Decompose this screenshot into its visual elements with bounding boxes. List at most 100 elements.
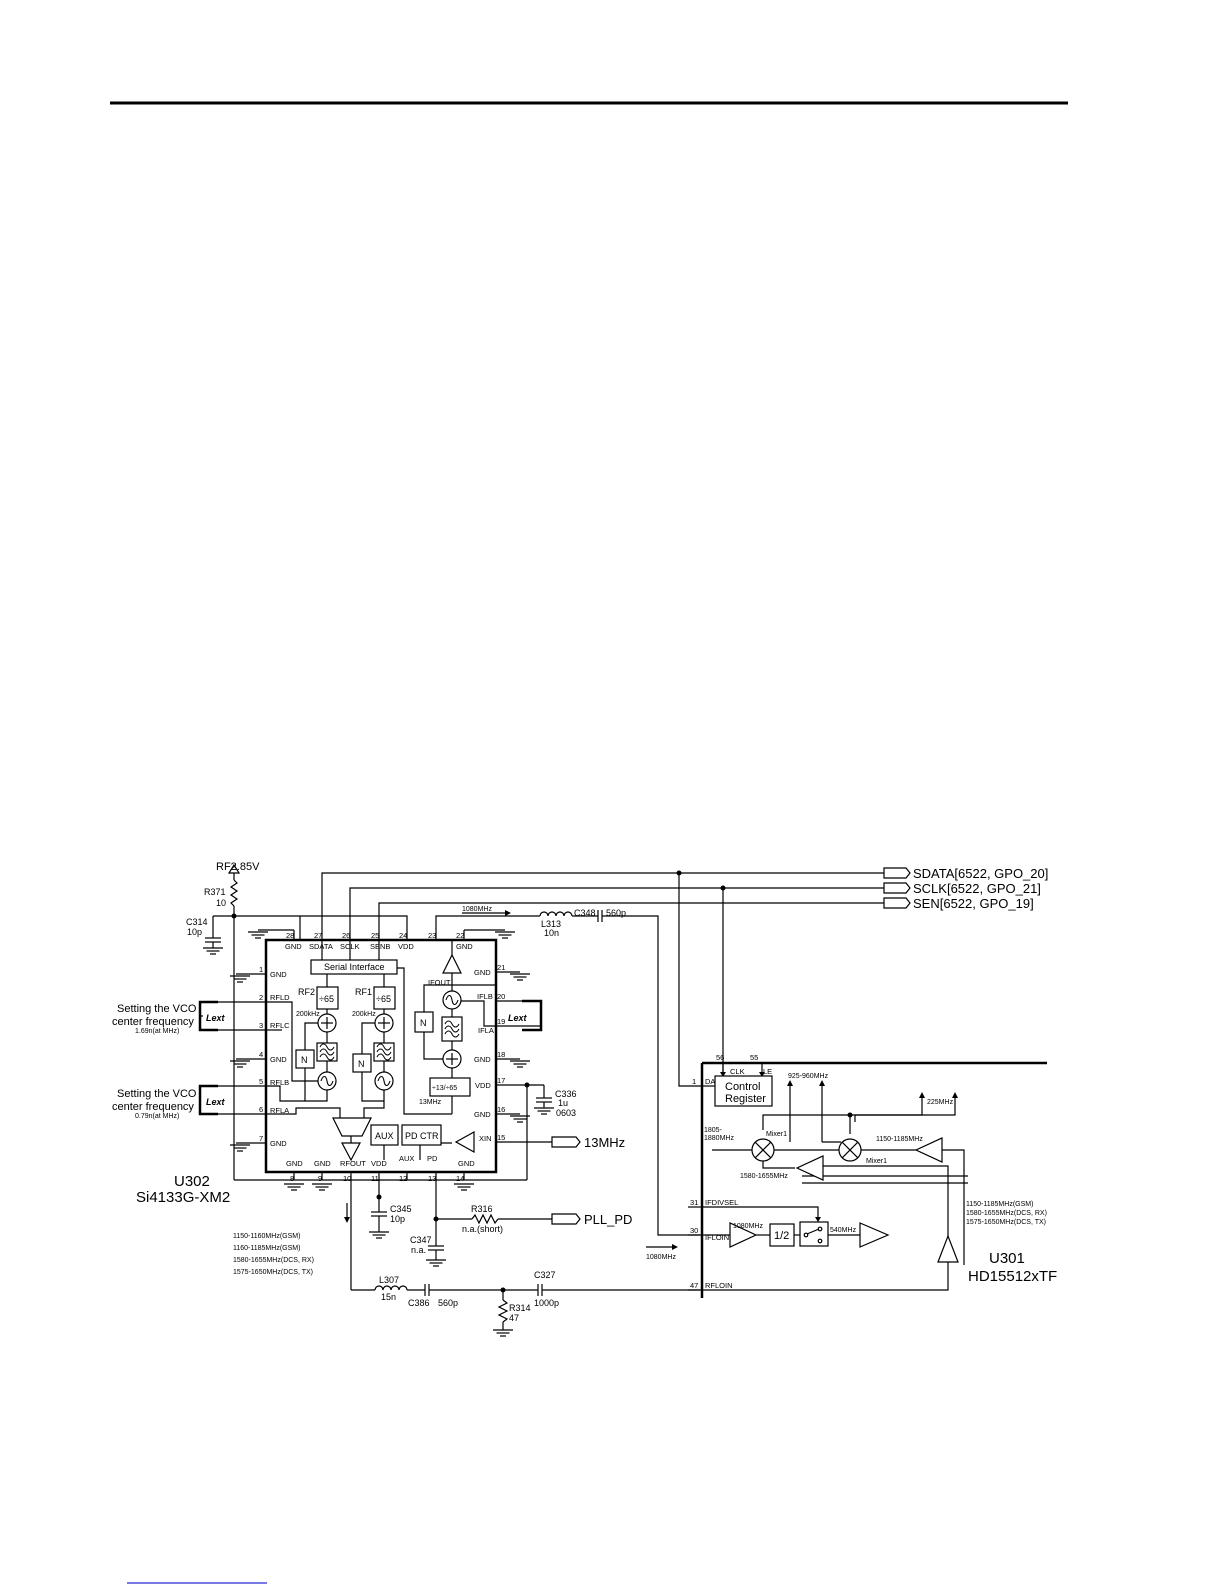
xin-buffer [454, 1130, 475, 1154]
svg-text:N: N [420, 1018, 427, 1028]
svg-text:13: 13 [428, 1174, 436, 1183]
vdd-decoupling-c345 [368, 1194, 390, 1239]
r316-value: n.a.(short) [462, 1224, 503, 1234]
svg-text:GND: GND [474, 1110, 491, 1119]
if-input-arrow [646, 1244, 678, 1250]
svg-text:IFOUT: IFOUT [428, 978, 451, 987]
svg-text:27: 27 [314, 931, 322, 940]
c336-label: C336 [555, 1089, 577, 1099]
f1805-label-2: 1880MHz [704, 1135, 734, 1142]
l313-value: 10n [544, 928, 559, 938]
if-phase-detector-icon [442, 1049, 462, 1069]
serial-interface-block [310, 959, 398, 975]
rf1-label: RF1 [355, 987, 372, 997]
rf1-divider-block [373, 986, 396, 1010]
sclk-connector [883, 882, 911, 894]
svg-text:2: 2 [259, 993, 263, 1002]
rf-output-buffer [341, 1142, 361, 1162]
c336-value-2: 0603 [556, 1108, 576, 1118]
svg-text:1580-1655MHz(DCS, RX): 1580-1655MHz(DCS, RX) [966, 1210, 1047, 1217]
u302-left-pins: 1 GND 2 RFLD 3 RFLC 4 GND 5 RFLB 6 RFLA … [259, 965, 290, 1148]
svg-text:GND: GND [270, 1055, 287, 1064]
vco-note-2-line2: center frequency [112, 1101, 194, 1113]
svg-text:9: 9 [318, 1174, 322, 1183]
mixer1-right-label: Mixer1 [866, 1158, 887, 1165]
c348-value: 560p [606, 908, 626, 918]
svg-text:GND: GND [285, 942, 302, 951]
svg-text:SENB: SENB [370, 942, 390, 951]
svg-text:GND: GND [286, 1159, 303, 1168]
svg-text:1: 1 [259, 965, 263, 974]
rf2-divider-block [316, 986, 339, 1010]
rf-output-network [351, 1284, 700, 1337]
pll-pd-connector [551, 1213, 581, 1225]
if-amp-right [914, 1137, 943, 1163]
u301-pin31: 31 [690, 1198, 698, 1207]
c327-value: 1000p [534, 1298, 559, 1308]
svg-text:AUX: AUX [375, 1131, 394, 1141]
mixer1-right-icon [838, 1138, 862, 1162]
rf1-n-divider [352, 1053, 372, 1073]
mixer1-left-label: Mixer1 [766, 1131, 787, 1138]
svg-text:11: 11 [371, 1174, 379, 1183]
if-ref-divider [429, 1077, 471, 1097]
svg-text:5: 5 [259, 1077, 263, 1086]
f1150-label: 1150-1185MHz [876, 1136, 923, 1143]
rf2-ref-freq: 200kHz [296, 1011, 320, 1018]
u301-ifloin-label: IFLOIN [705, 1233, 729, 1242]
svg-text:1575-1650MHz(DCS, TX): 1575-1650MHz(DCS, TX) [966, 1219, 1046, 1226]
u301-internal-wiring [702, 1080, 968, 1291]
svg-text:14: 14 [456, 1174, 464, 1183]
svg-text:28: 28 [286, 931, 294, 940]
rf1-phase-detector-icon [374, 1013, 394, 1033]
c314-label: C314 [186, 917, 208, 927]
svg-text:GND: GND [314, 1159, 331, 1168]
u301-le-label: LE [763, 1067, 772, 1076]
lext-label-1: Lext [206, 1013, 226, 1023]
svg-text:GND: GND [474, 968, 491, 977]
sclk-signal-label: SCLK[6522, GPO_21] [913, 881, 1041, 896]
svg-text:3: 3 [259, 1021, 263, 1030]
u302-left-pin-stubs [218, 973, 266, 1152]
svg-text:7: 7 [259, 1134, 263, 1143]
r316-label: R316 [471, 1204, 493, 1214]
vco-note-2-line1: Setting the VCO [117, 1088, 197, 1100]
u302-bottom-pins: 8 GND 9 GND 10 RFOUT 11 VDD 12 AUX 13 PD… [286, 1154, 475, 1183]
rf-frequency-list: 1150-1160MHz(GSM) 1160-1185MHz(GSM) 1580… [233, 1233, 314, 1276]
c345-label: C345 [390, 1204, 412, 1214]
svg-text:1150-1185MHz(GSM): 1150-1185MHz(GSM) [966, 1201, 1033, 1208]
internal-13mhz-label: 13MHz [419, 1099, 442, 1106]
vco-note-1-line1: Setting the VCO [117, 1003, 197, 1015]
lext-inductor-2 [198, 1084, 218, 1116]
pd-ctrl-block [401, 1124, 442, 1146]
u302-right-pin-stubs [496, 971, 555, 1143]
sdata-connector [883, 867, 911, 879]
svg-text:RFLA: RFLA [270, 1106, 289, 1115]
svg-text:N: N [301, 1055, 308, 1065]
u301-pin47: 47 [690, 1281, 698, 1290]
svg-text:15: 15 [497, 1133, 505, 1142]
rf2-n-divider [295, 1049, 315, 1069]
svg-text:N: N [358, 1059, 365, 1069]
u301-rfloin-label: RFLOIN [705, 1281, 733, 1290]
u301-rf-list: 1150-1185MHz(GSM) 1580-1655MHz(DCS, RX) … [966, 1201, 1047, 1226]
svg-text:VDD: VDD [475, 1081, 491, 1090]
if-output-network [462, 910, 700, 1236]
svg-text:6: 6 [259, 1105, 263, 1114]
rfout-arrow [344, 1203, 350, 1223]
c348-label: C348 [574, 908, 596, 918]
if-output-amp [859, 1222, 890, 1248]
svg-text:16: 16 [497, 1105, 505, 1114]
l307-value: 15n [381, 1292, 396, 1302]
pll-pd-signal-label: PLL_PD [584, 1212, 632, 1227]
u301-pins [688, 1063, 765, 1291]
r314-label: R314 [509, 1303, 531, 1313]
svg-text:SDATA: SDATA [309, 942, 333, 951]
u301-pin1: 1 [692, 1077, 696, 1086]
svg-text:VDD: VDD [371, 1159, 387, 1168]
svg-text:1/2: 1/2 [774, 1230, 789, 1242]
svg-text:÷13/÷65: ÷13/÷65 [432, 1085, 457, 1092]
sdata-signal-label: SDATA[6522, GPO_20] [913, 866, 1048, 881]
serial-interface-label: Serial Interface [324, 962, 385, 972]
u302-right-pins: 21 GND 20 IFLB 19 IFLA 18 GND 17 VDD 16 … [474, 963, 505, 1143]
